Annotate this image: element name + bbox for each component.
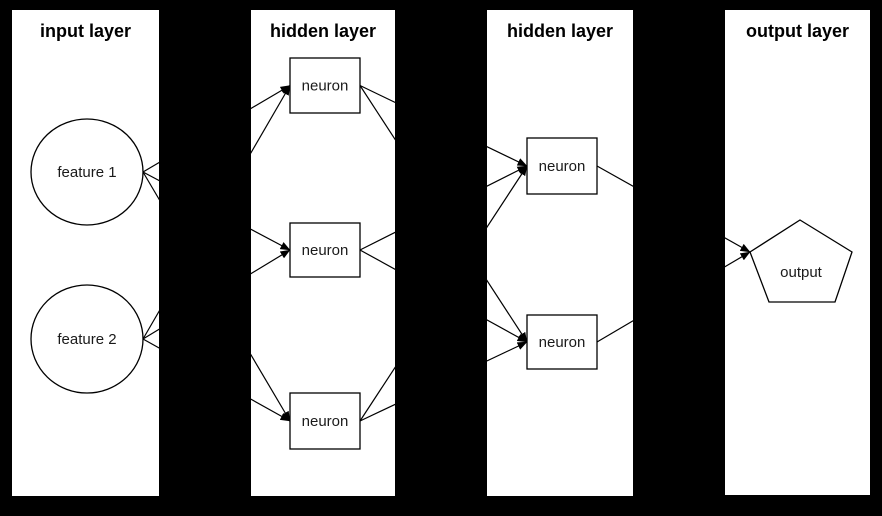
layer-title-hidden1: hidden layer [270,21,376,41]
node-label-h1c: neuron [302,413,349,430]
node-label-h2b: neuron [539,334,586,351]
node-label-h2a: neuron [539,158,586,175]
node-label-f2: feature 2 [57,331,116,348]
node-out [749,219,853,303]
node-h2b [526,314,598,370]
node-h2a [526,137,598,195]
layer-panel-input [12,10,159,496]
node-f2 [30,284,144,394]
layer-title-hidden2: hidden layer [507,21,613,41]
layer-title-output: output layer [746,21,849,41]
node-f1 [30,118,144,226]
node-h1a [289,57,361,114]
node-label-f1: feature 1 [57,164,116,181]
node-label-h1b: neuron [302,242,349,259]
node-h1c [289,392,361,450]
layer-title-input: input layer [40,21,131,41]
node-h1b [289,222,361,278]
node-label-h1a: neuron [302,78,349,95]
node-label-out: output [780,264,823,281]
layer-panel-hidden2 [487,10,633,496]
